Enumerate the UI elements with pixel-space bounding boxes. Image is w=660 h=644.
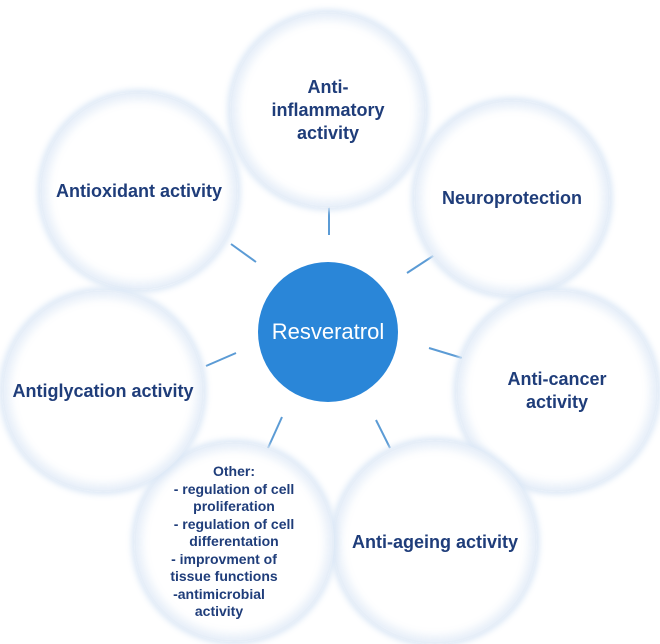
other-item: - improvment of tissue functions (170, 550, 278, 585)
resveratrol-center-node: Resveratrol (258, 262, 398, 402)
connector-anti-ageing (375, 419, 391, 449)
connector-neuroprotection (406, 253, 437, 274)
other-item: - regulation of cell proliferation (173, 480, 295, 515)
neuroprotection-bubble: Neuroprotection (414, 100, 610, 296)
anti-ageing-label: Anti-ageing activity (351, 531, 519, 552)
neuroprotection-label: Neuroprotection (441, 187, 582, 208)
antioxidant-bubble: Antioxidant activity (40, 92, 238, 290)
anti-inflammatory-label: Anti-inflammatory activity (271, 76, 385, 143)
anti-cancer-label: Anti-cancer activity (507, 369, 607, 412)
resveratrol-label: Resveratrol (271, 319, 385, 344)
other-item: - regulation of cell differentation (173, 515, 295, 550)
other-list: - regulation of cell proliferation - reg… (154, 481, 314, 621)
connector-antiglycation (205, 352, 237, 367)
antiglycation-label: Antiglycation activity (12, 380, 194, 401)
connector-antioxidant (230, 243, 257, 263)
anti-cancer-bubble: Anti-cancer activity (456, 290, 658, 492)
other-title: Other: (213, 463, 255, 480)
other-activities-bubble: Other: - regulation of cell proliferatio… (134, 442, 334, 642)
connector-anti-cancer (428, 347, 463, 359)
anti-inflammatory-bubble: Anti-inflammatory activity (230, 12, 426, 208)
antiglycation-bubble: Antiglycation activity (2, 290, 204, 492)
connector-other (267, 416, 283, 449)
anti-ageing-bubble: Anti-ageing activity (333, 440, 537, 644)
antioxidant-label: Antioxidant activity (55, 180, 223, 201)
other-item: -antimicrobial activity (173, 585, 265, 620)
